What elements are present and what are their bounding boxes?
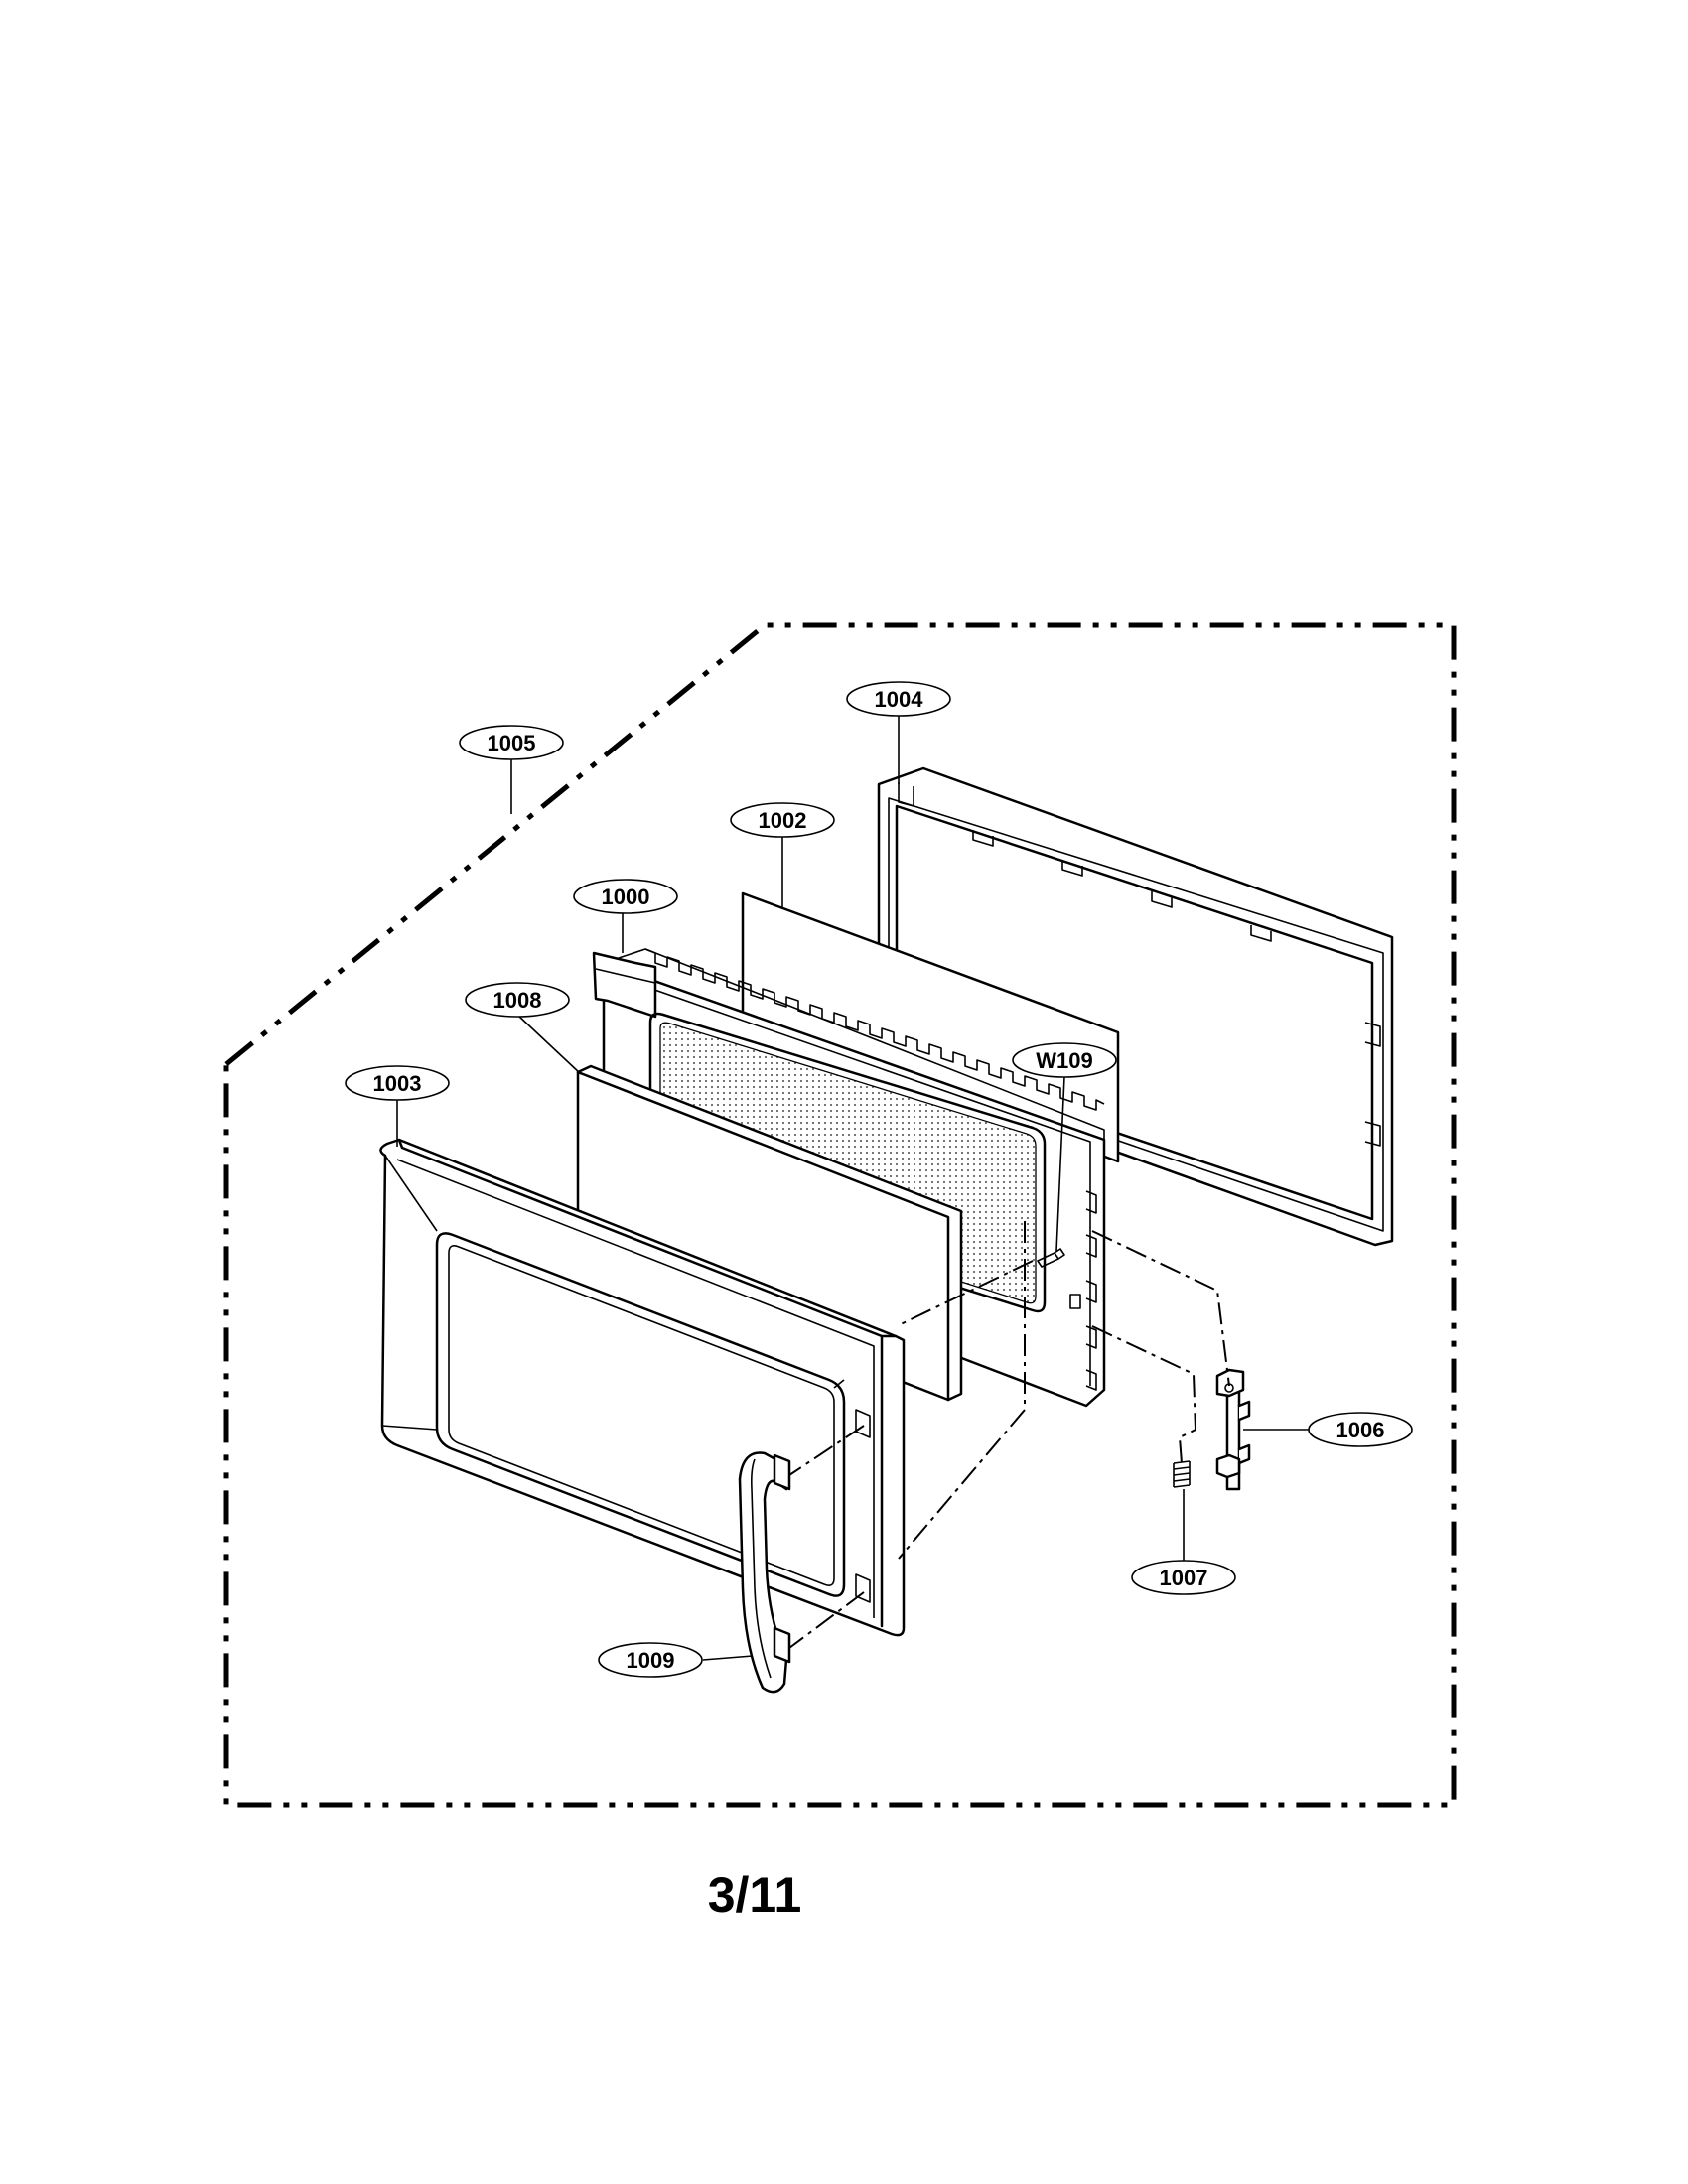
part-label-1006: 1006 — [1308, 1412, 1413, 1447]
assembly-lines — [788, 1221, 1230, 1649]
part-label-1005: 1005 — [459, 725, 564, 760]
part-label-1007: 1007 — [1131, 1560, 1236, 1595]
part-label-w109: W109 — [1012, 1042, 1117, 1078]
leader-lines — [396, 713, 1309, 1661]
part-1006-latch — [1215, 1368, 1251, 1491]
svg-text:1008: 1008 — [493, 988, 542, 1013]
svg-text:1006: 1006 — [1336, 1418, 1385, 1442]
part-1007-spring — [1173, 1460, 1191, 1488]
part-1002-screen-panel — [741, 891, 1120, 1163]
assembly-boundary — [223, 622, 1457, 1808]
part-label-1002: 1002 — [730, 802, 835, 838]
part-label-1003: 1003 — [345, 1065, 450, 1101]
part-label-1009: 1009 — [598, 1642, 703, 1678]
part-label-1004: 1004 — [846, 681, 951, 717]
svg-text:W109: W109 — [1036, 1048, 1092, 1073]
svg-text:1005: 1005 — [488, 731, 536, 755]
svg-text:1000: 1000 — [602, 885, 650, 909]
part-label-1000: 1000 — [573, 879, 678, 914]
part-label-1008: 1008 — [465, 982, 570, 1018]
part-1003-door-front — [379, 1138, 906, 1637]
part-1004-door-frame — [877, 766, 1394, 1247]
svg-text:1003: 1003 — [373, 1071, 422, 1096]
svg-text:1004: 1004 — [875, 687, 924, 712]
svg-text:1002: 1002 — [759, 808, 807, 833]
svg-text:1009: 1009 — [627, 1648, 675, 1673]
page-number: 3/11 — [707, 1867, 802, 1923]
svg-text:1007: 1007 — [1160, 1566, 1208, 1590]
part-1009-handle — [738, 1451, 791, 1694]
